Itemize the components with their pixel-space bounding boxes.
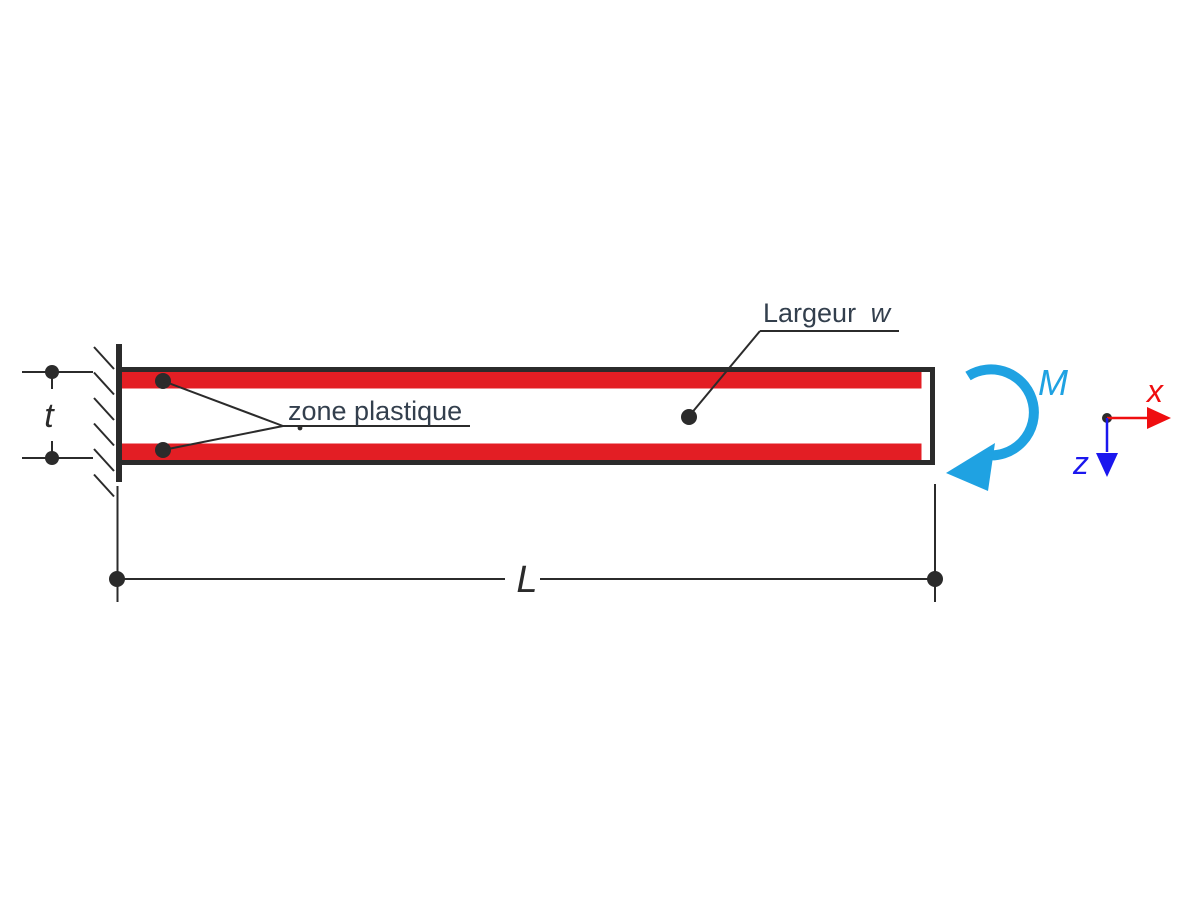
largeur-word: Largeur (763, 298, 856, 328)
thickness-label: t (44, 397, 55, 435)
moment-arrowhead (946, 443, 995, 491)
plastic-zone-leader-dot (297, 425, 303, 431)
L-dim-left-dot (109, 571, 125, 587)
moment-label: M (1038, 362, 1068, 403)
fixed-support (93, 344, 122, 498)
dimension-L: L (109, 484, 943, 602)
plastic-zone-bottom-leader (162, 425, 284, 451)
hatch-line (93, 397, 115, 421)
largeur-label: Largeur w (763, 298, 892, 328)
fixed-support-hatching (93, 346, 115, 498)
coordinate-axes: x z (1072, 373, 1171, 481)
moment-arrow: M (946, 362, 1068, 491)
hatch-line (93, 346, 115, 370)
beam (116, 367, 935, 465)
z-axis-label: z (1072, 445, 1089, 481)
t-dim-top-dot (45, 365, 59, 379)
width-callout: Largeur w (681, 298, 899, 425)
plastic-zone-top-leader (162, 380, 284, 427)
L-dim-right-dot (927, 571, 943, 587)
width-dot (681, 409, 697, 425)
x-axis-arrowhead (1147, 407, 1171, 429)
moment-arc (965, 364, 1039, 461)
plastic-zone-bottom-strip (121, 443, 922, 460)
width-leader (689, 330, 761, 416)
hatch-line (93, 371, 115, 396)
dimension-t: t (22, 365, 93, 465)
t-dim-bottom-dot (45, 451, 59, 465)
z-axis-arrowhead (1096, 453, 1118, 477)
plastic-zone-callout: zone plastique (155, 373, 470, 458)
hatch-line (93, 473, 115, 498)
x-axis-label: x (1145, 373, 1164, 409)
plastic-zone-top-strip (121, 372, 922, 389)
hatch-line (93, 448, 115, 472)
width-symbol: w (871, 298, 892, 328)
plastic-zone-label: zone plastique (288, 396, 462, 426)
length-label: L (516, 559, 537, 601)
hatch-line (93, 422, 115, 447)
